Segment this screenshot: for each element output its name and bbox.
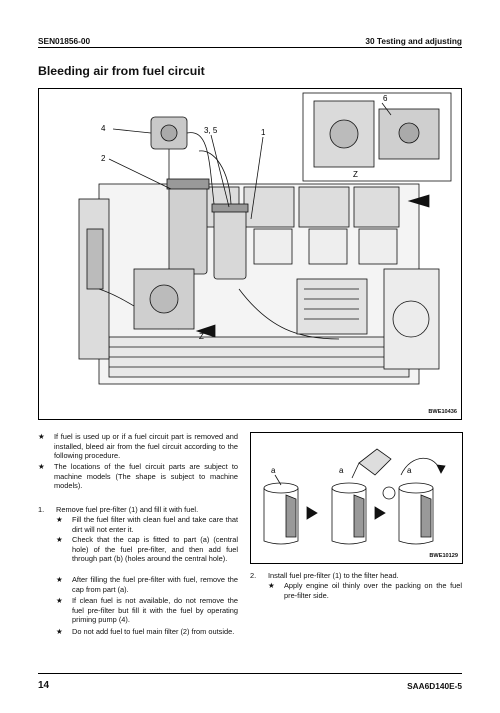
step-1-sub-5: ★ Do not add fuel to fuel main filter (2… (56, 627, 238, 637)
note-text: If fuel is used up or if a fuel circuit … (54, 432, 238, 461)
document-code: SAA6D140E-5 (407, 681, 462, 691)
note-1: ★ If fuel is used up or if a fuel circui… (38, 432, 238, 461)
step-1-sub-2: ★ Check that the cap is fitted to part (… (56, 535, 238, 564)
engine-drawing: 4 3, 5 1 2 6 Z Z (78, 92, 452, 385)
star-bullet: ★ (56, 596, 63, 605)
callout-a-1: a (271, 466, 276, 475)
callout-6: 6 (383, 94, 388, 103)
star-bullet: ★ (56, 515, 63, 524)
callout-a-3: a (407, 466, 412, 475)
step-1-sub-1: ★ Fill the fuel filter with clean fuel a… (56, 515, 238, 534)
engine-figure: 4 3, 5 1 2 6 Z Z BWE10436 (38, 88, 462, 420)
callout-z-inset: Z (353, 170, 358, 179)
star-bullet: ★ (56, 627, 63, 636)
header-rule (38, 47, 462, 48)
note-2: ★ The locations of the fuel circuit part… (38, 462, 238, 491)
star-bullet: ★ (38, 462, 45, 471)
callout-2: 2 (101, 154, 106, 163)
callout-4: 4 (101, 124, 106, 133)
sub-text: After filling the fuel pre-filter with f… (72, 575, 238, 594)
step-number: 2. (250, 571, 257, 580)
sub-text: Check that the cap is fitted to part (a)… (72, 535, 238, 564)
callout-3-5: 3, 5 (204, 126, 218, 135)
star-bullet: ★ (56, 535, 63, 544)
filter-fill-figure: a a a BWE10129 (250, 432, 463, 564)
figure-code: BWE10436 (428, 409, 457, 415)
figure-code-2: BWE10129 (429, 553, 458, 559)
callout-1: 1 (261, 128, 266, 137)
step-1-sub-4: ★ If clean fuel is not available, do not… (56, 596, 238, 625)
page-title: Bleeding air from fuel circuit (38, 64, 205, 78)
step-number: 1. (38, 505, 45, 514)
sub-text: Fill the fuel filter with clean fuel and… (72, 515, 238, 534)
filter-fill-drawing: a a a (263, 448, 446, 545)
page-number: 14 (38, 680, 50, 691)
callout-z-main: Z (199, 332, 204, 341)
step-1: 1. Remove fuel pre-filter (1) and fill i… (38, 505, 238, 515)
step-text: Remove fuel pre-filter (1) and fill it w… (56, 505, 199, 514)
star-bullet: ★ (56, 575, 63, 584)
step-2-sub-1: ★ Apply engine oil thinly over the packi… (268, 581, 462, 600)
star-bullet: ★ (268, 581, 275, 590)
callout-a-2: a (339, 466, 344, 475)
document-id: SEN01856-00 (38, 36, 91, 46)
sub-text: Apply engine oil thinly over the packing… (284, 581, 462, 600)
note-text: The locations of the fuel circuit parts … (54, 462, 238, 491)
footer-rule (38, 673, 462, 674)
sub-text: If clean fuel is not available, do not r… (72, 596, 238, 625)
star-bullet: ★ (38, 432, 45, 441)
sub-text: Do not add fuel to fuel main filter (2) … (72, 627, 235, 636)
section-title: 30 Testing and adjusting (365, 36, 462, 46)
step-text: Install fuel pre-filter (1) to the filte… (268, 571, 399, 580)
step-2: 2. Install fuel pre-filter (1) to the fi… (250, 571, 462, 581)
step-1-sub-3: ★ After filling the fuel pre-filter with… (56, 575, 238, 594)
